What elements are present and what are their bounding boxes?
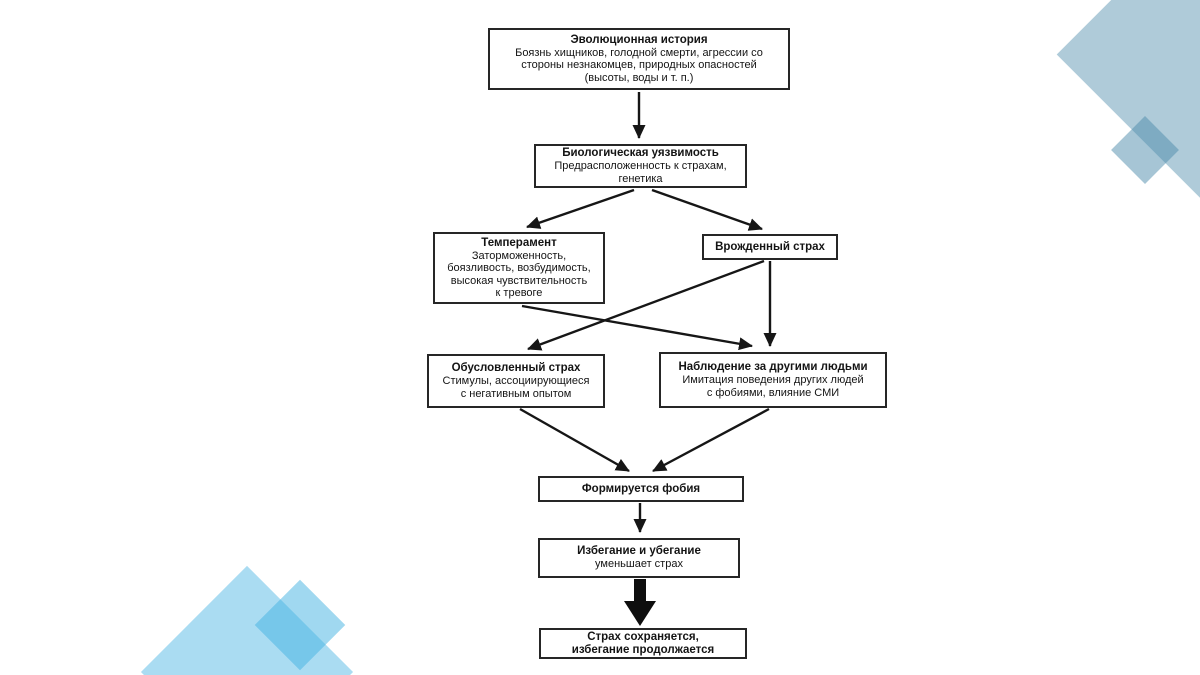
node-body: уменьшает страх (595, 558, 683, 571)
decor-diamond-top-right-large (1056, 0, 1200, 203)
edge-avoidance-fear-persists-head (624, 601, 656, 626)
node-title: Врожденный страх (715, 240, 825, 253)
node-title: Избегание и убегание (577, 545, 701, 558)
node-title: Обусловленный страх (451, 362, 581, 374)
node-body: Предрасположенность к страхам, генетика (554, 160, 727, 185)
node-innate-fear: Врожденный страх (702, 234, 838, 260)
node-temperament: Темперамент Заторможенность, боязливость… (433, 232, 605, 304)
node-observation-of-others: Наблюдение за другими людьми Имитация по… (659, 352, 887, 408)
node-phobia-forms: Формируется фобия (538, 476, 744, 502)
node-conditioned-fear: Обусловленный страх Стимулы, ассоциирующ… (427, 354, 605, 408)
edge-temperament-observation (521, 304, 753, 351)
edge-observation-phobia-forms (652, 407, 770, 473)
node-evolution-history: Эволюционная история Боязнь хищников, го… (488, 28, 790, 90)
node-body: Стимулы, ассоциирующиеся с негативным оп… (442, 375, 590, 400)
edge-biological-temperament (526, 188, 635, 229)
node-body: Боязнь хищников, голодной смерти, агресс… (515, 46, 763, 84)
node-title: Эволюционная история (570, 33, 708, 46)
edge-avoidance-fear-persists-shaft (634, 579, 646, 602)
node-title: Наблюдение за другими людьми (678, 361, 868, 373)
node-biological-vulnerability: Биологическая уязвимость Предрасположенн… (534, 144, 747, 188)
node-body: Имитация поведения других людей с фобиям… (682, 374, 864, 399)
node-avoidance-escape: Избегание и убегание уменьшает страх (538, 538, 740, 578)
node-fear-persists: Страх сохраняется, избегание продолжаетс… (539, 628, 747, 659)
node-title: Биологическая уязвимость (562, 147, 719, 159)
node-title: Страх сохраняется, избегание продолжаетс… (571, 630, 715, 656)
node-title: Формируется фобия (581, 482, 701, 495)
edge-biological-innate-fear (651, 188, 763, 231)
edge-conditioned-fear-phobia-forms (519, 407, 630, 473)
node-title: Темперамент (481, 236, 557, 249)
node-body: Заторможенность, боязливость, возбудимос… (447, 249, 591, 300)
